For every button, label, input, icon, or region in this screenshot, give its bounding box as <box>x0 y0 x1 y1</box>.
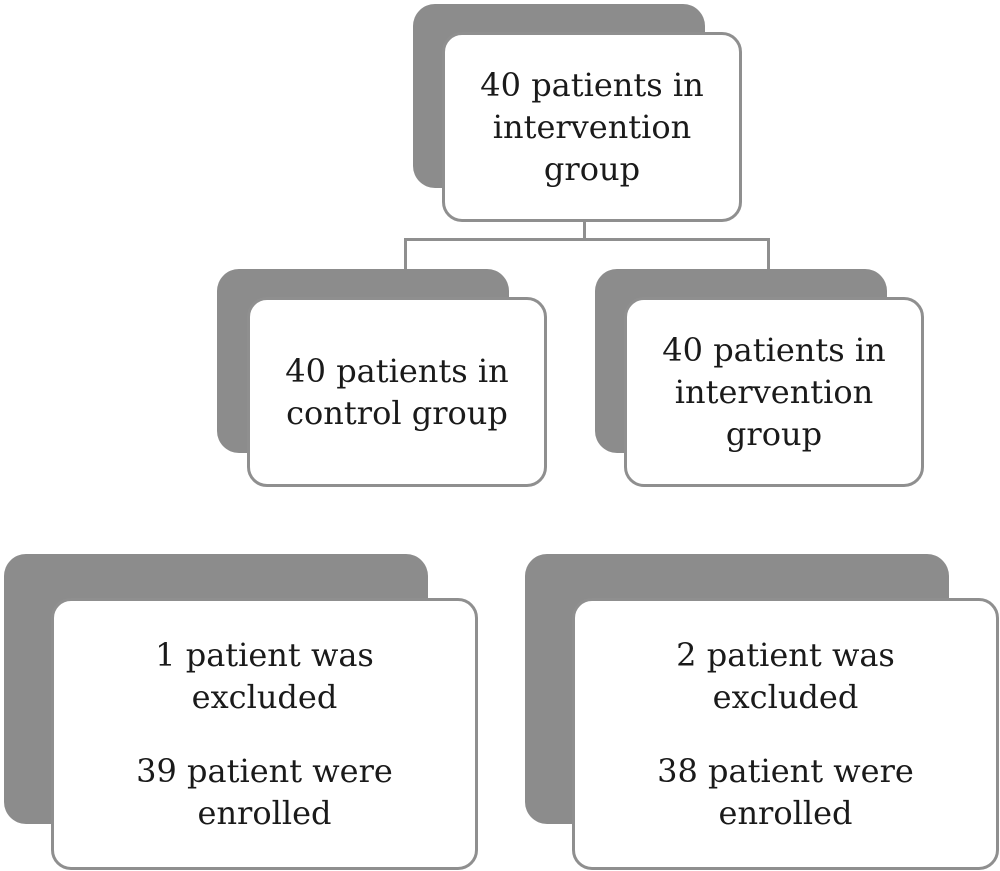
left-excluded-line-1: 1 patient was <box>155 636 374 674</box>
right-excluded-text: 2 patient was excluded <box>676 634 895 718</box>
right-group-box-line-2: intervention <box>674 373 874 411</box>
connector-vertical-top <box>583 222 586 240</box>
left-enrolled-line-1: 39 patient were <box>136 752 393 790</box>
left-group-box-line-1: 40 patients in <box>285 352 509 390</box>
top-box-line-2: intervention <box>492 108 692 146</box>
right-group-box-line-1: 40 patients in <box>662 331 886 369</box>
right-excluded-line-2: excluded <box>712 678 859 716</box>
right-enrolled-line-2: enrolled <box>718 794 853 832</box>
left-group-box: 40 patients in control group <box>247 297 547 487</box>
right-group-box-line-3: group <box>725 415 823 453</box>
right-enrolled-line-1: 38 patient were <box>657 752 914 790</box>
right-outcome-box: 2 patient was excluded 38 patient were e… <box>572 598 999 870</box>
connector-vertical-left <box>404 238 407 270</box>
left-enrolled-text: 39 patient were enrolled <box>136 750 393 834</box>
left-enrolled-line-2: enrolled <box>197 794 332 832</box>
top-box: 40 patients in intervention group <box>442 32 742 222</box>
left-excluded-line-2: excluded <box>191 678 338 716</box>
right-group-box: 40 patients in intervention group <box>624 297 924 487</box>
left-outcome-box: 1 patient was excluded 39 patient were e… <box>51 598 478 870</box>
top-box-line-1: 40 patients in <box>480 66 704 104</box>
right-enrolled-text: 38 patient were enrolled <box>657 750 914 834</box>
connector-horizontal <box>404 238 770 241</box>
connector-vertical-right <box>767 238 770 270</box>
left-excluded-text: 1 patient was excluded <box>155 634 374 718</box>
left-group-box-line-2: control group <box>286 394 508 432</box>
right-excluded-line-1: 2 patient was <box>676 636 895 674</box>
top-box-line-3: group <box>543 150 641 188</box>
